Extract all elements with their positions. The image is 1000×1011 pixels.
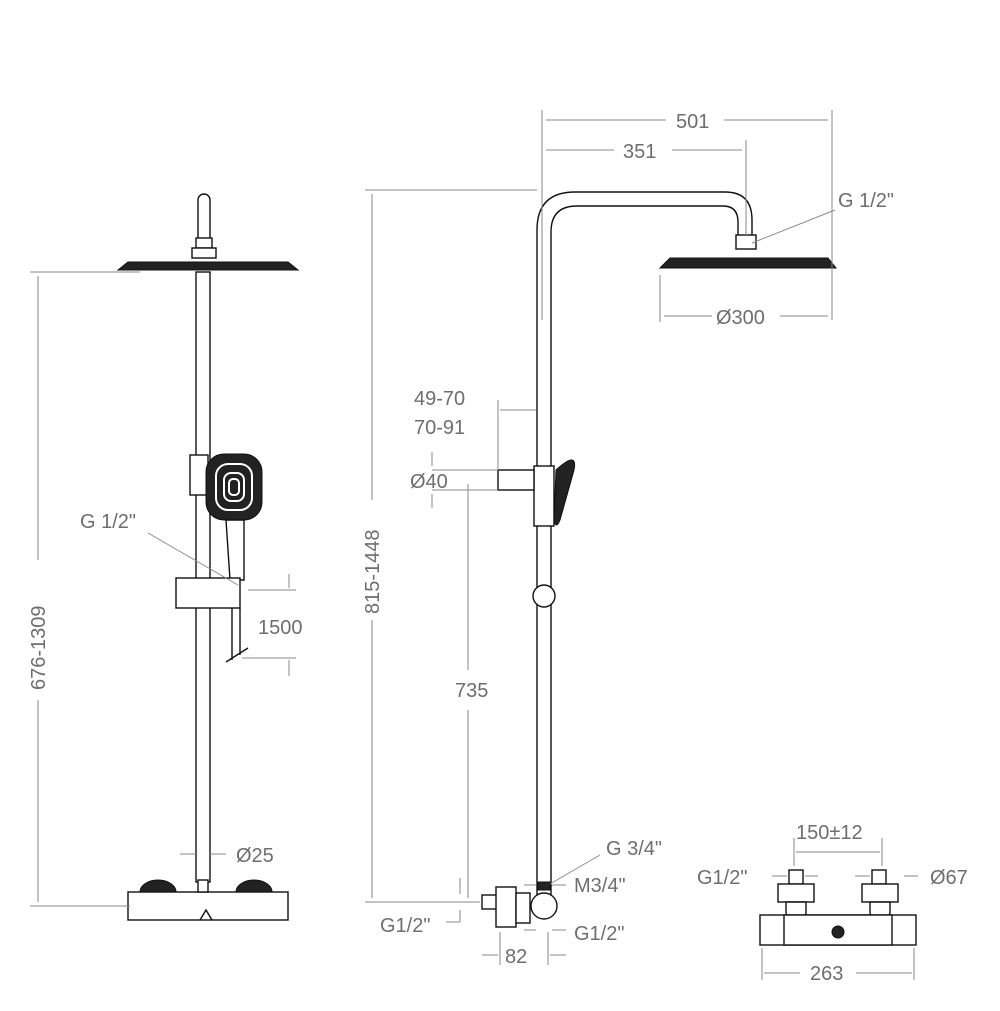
riser-pipe-front	[195, 271, 211, 883]
riser-and-arm-side	[536, 191, 753, 895]
sliding-bracket-side	[533, 465, 555, 527]
front-view: 676-1309 G 1/2" 1500 Ø25	[28, 193, 303, 921]
inlet-spacing-label: 150±12	[796, 822, 863, 844]
mixer-width-label: 263	[810, 963, 843, 985]
mixer-top-view: 150±12 G1/2" Ø67 263	[697, 822, 968, 985]
arm-connector-side	[735, 234, 757, 250]
wall-distance-2-label: 70-91	[414, 417, 465, 439]
hand-shower-handle	[225, 519, 245, 581]
inlet-thread-label: G1/2"	[380, 915, 430, 937]
hand-shower-side	[553, 459, 576, 526]
upper-bracket-front	[189, 454, 209, 496]
eccentric-diameter-label: Ø67	[930, 867, 968, 889]
bracket-diameter-label: Ø40	[410, 471, 448, 493]
mixer-side	[481, 881, 558, 928]
wall-distance-1-label: 49-70	[414, 388, 465, 410]
outlet-thread-label: G 3/4"	[606, 838, 662, 860]
front-hand-thread-label: G 1/2"	[80, 511, 136, 533]
head-diameter-label: Ø300	[716, 307, 765, 329]
arm-reach-total-label: 501	[676, 111, 709, 133]
hose-length-label: 1500	[258, 617, 303, 639]
arm-reach-head-label: 351	[623, 141, 656, 163]
total-height-label: 815-1448	[362, 529, 384, 614]
side-view: 501 351 G 1/2" Ø300 49-70 70-91 Ø40 815-…	[362, 110, 894, 968]
arm-nut	[195, 237, 213, 249]
shower-hose	[225, 608, 249, 663]
mixer-front	[127, 879, 289, 921]
slider-holder-front	[175, 577, 241, 609]
bottom-thread-label: G1/2"	[574, 923, 624, 945]
rain-shower-head-front	[116, 261, 300, 271]
shower-arm-front	[197, 193, 211, 245]
projection-label: 82	[505, 946, 527, 968]
mixer-inlet-thread-label: G1/2"	[697, 867, 747, 889]
pipe-diameter-label: Ø25	[236, 845, 274, 867]
wall-bracket-side	[497, 469, 535, 491]
head-connector	[191, 247, 217, 259]
slider-knob-side	[532, 584, 556, 608]
rain-shower-head-side	[658, 257, 838, 269]
front-height-range-label: 676-1309	[28, 605, 50, 690]
bracket-height-label: 735	[455, 680, 488, 702]
head-thread-label: G 1/2"	[838, 190, 894, 212]
outlet-nut-label: M3/4"	[574, 875, 626, 897]
